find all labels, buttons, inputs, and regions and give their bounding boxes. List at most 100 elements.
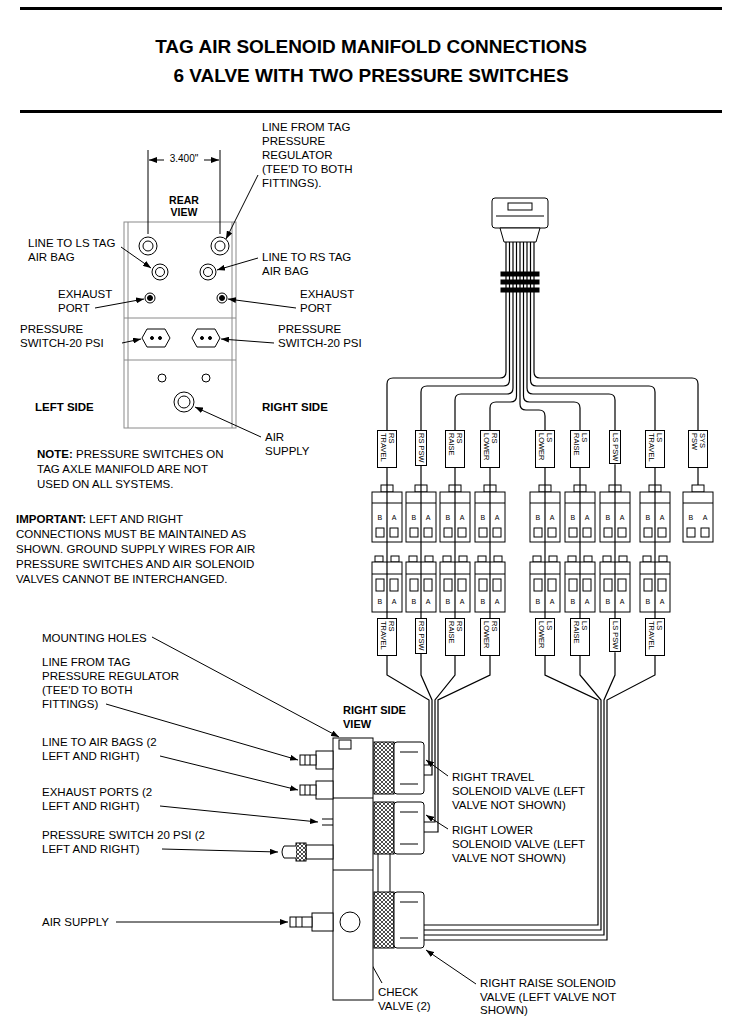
callout-label: LEFT SIDE: [35, 400, 135, 414]
wire-tag: LS PSW: [609, 430, 621, 464]
callout-label: EXHAUST PORTS (2 LEFT AND RIGHT): [42, 785, 158, 813]
callout-label: PRESSURE SWITCH-20 PSI: [278, 322, 388, 350]
pin-letters: B A: [565, 514, 595, 522]
wire-connector: [579, 468, 580, 618]
tag-label: LS TRAVEL: [647, 433, 663, 465]
note-heading: IMPORTANT:: [16, 513, 86, 525]
tag-label: RS TRAVEL: [379, 433, 395, 465]
wire-tag: LS PSW: [609, 618, 621, 652]
note-block: IMPORTANT:LEFT AND RIGHT CONNECTIONS MUS…: [16, 512, 266, 587]
title-rule: [20, 7, 722, 10]
title-rule: [20, 110, 722, 113]
tag-label: RS LOWER: [482, 433, 498, 465]
wire-connector: [454, 468, 455, 618]
note-block: NOTE:PRESSURE SWITCHES ON TAG AXLE MANIF…: [37, 447, 242, 492]
wire: [424, 656, 598, 925]
callout-label: LINE FROM TAG PRESSURE REGULATOR (TEE'D …: [42, 655, 182, 711]
pin-letters: B A: [530, 514, 560, 522]
wire: [424, 656, 601, 930]
harness-plug: [492, 198, 548, 292]
tag-label: RS PSW: [417, 621, 425, 651]
tag-label: RS PSW: [417, 433, 425, 463]
callout-label: LINE TO RS TAG AIR BAG: [262, 250, 362, 278]
wire-connector: [386, 468, 387, 618]
callout-label: LINE TO LS TAG AIR BAG: [28, 236, 128, 264]
pin-letters: B A: [372, 514, 402, 522]
tag-label: SYS PSW: [690, 433, 706, 465]
pin-letters: B A: [440, 598, 470, 606]
callout-label: RIGHT RAISE SOLENOID VALVE (LEFT VALVE N…: [480, 977, 630, 1018]
wire-connector: [654, 468, 655, 618]
note-heading: NOTE:: [37, 448, 73, 460]
wire: [697, 468, 698, 485]
wire: [424, 656, 455, 822]
callout-label: MOUNTING HOLES: [42, 631, 202, 645]
wire-tag: SYS PSW: [688, 430, 708, 468]
wire-harness: [387, 242, 698, 430]
pin-letters: B A: [372, 598, 402, 606]
pin-letters: B A: [530, 598, 560, 606]
tag-label: RS RAISE: [447, 621, 463, 653]
tag-label: RS RAISE: [447, 433, 463, 465]
callout-label: EXHAUST PORT: [58, 287, 120, 315]
tag-label: LS LOWER: [537, 433, 553, 465]
wire-tag: RS LOWER: [480, 618, 500, 656]
callout-label: PRESSURE SWITCH 20 PSI (2 LEFT AND RIGHT…: [42, 828, 207, 856]
connector-housing: [372, 485, 713, 542]
pin-letters: B A: [640, 598, 670, 606]
pin-letters: B A: [475, 598, 505, 606]
pin-letters: B A: [683, 514, 713, 522]
wire-tag: RS RAISE: [445, 618, 465, 656]
wire-tag: LS LOWER: [535, 618, 555, 656]
callout-label: AIR SUPPLY: [42, 915, 142, 929]
tag-label: LS RAISE: [572, 621, 588, 653]
callout-label: PRESSURE SWITCH-20 PSI: [20, 322, 130, 350]
wire-tag: LS TRAVEL: [645, 618, 665, 656]
callout-label: REAR VIEW: [164, 194, 204, 218]
callout-label: RIGHT SIDE: [262, 400, 362, 414]
wire-connector: [614, 464, 615, 618]
callout-label: 3.400": [164, 153, 204, 165]
wire-tag: RS LOWER: [480, 430, 500, 468]
callout-label: RIGHT SIDE VIEW: [343, 703, 423, 731]
wire-tag: RS PSW: [415, 430, 427, 466]
wire-tag: RS PSW: [415, 618, 427, 654]
callout-label: AIR SUPPLY: [265, 430, 320, 458]
diagram-title: TAG AIR SOLENOID MANIFOLD CONNECTIONS 6 …: [136, 32, 606, 90]
callout-label: LINE FROM TAG PRESSURE REGULATOR (TEE'D …: [262, 120, 367, 190]
callout-label: RIGHT LOWER SOLENOID VALVE (LEFT VALVE N…: [452, 823, 592, 865]
pin-letters: B A: [406, 514, 436, 522]
pin-letters: B A: [475, 514, 505, 522]
tag-label: RS LOWER: [482, 621, 498, 653]
callout-label: CHECK VALVE (2): [378, 985, 440, 1013]
tag-label: RS TRAVEL: [379, 621, 395, 653]
wire: [424, 652, 615, 935]
wire-tag: RS TRAVEL: [377, 430, 397, 468]
pin-letters: B A: [406, 598, 436, 606]
rear-fittings: [139, 237, 229, 412]
callout-label: RIGHT TRAVEL SOLENOID VALVE (LEFT VALVE …: [452, 770, 592, 812]
tag-label: LS PSW: [611, 621, 619, 649]
pin-letters: B A: [600, 514, 630, 522]
callout-label: EXHAUST PORT: [300, 287, 362, 315]
wire-tag: LS RAISE: [570, 618, 590, 656]
wire-tag: LS TRAVEL: [645, 430, 665, 468]
tag-label: LS TRAVEL: [647, 621, 663, 653]
pin-letters: B A: [440, 514, 470, 522]
connector-plug: [372, 556, 670, 612]
wire-tag: RS TRAVEL: [377, 618, 397, 656]
wire: [421, 654, 432, 775]
pin-letters: B A: [640, 514, 670, 522]
rear-view-manifold: [124, 222, 236, 428]
wire-tag: LS LOWER: [535, 430, 555, 468]
wire-tag: RS RAISE: [445, 430, 465, 468]
wire: [424, 656, 655, 940]
wire-connector: [489, 468, 490, 618]
tag-label: LS RAISE: [572, 433, 588, 465]
tag-label: LS LOWER: [537, 621, 553, 653]
solenoid-valve: [374, 742, 424, 948]
wire-connector: [420, 466, 421, 618]
